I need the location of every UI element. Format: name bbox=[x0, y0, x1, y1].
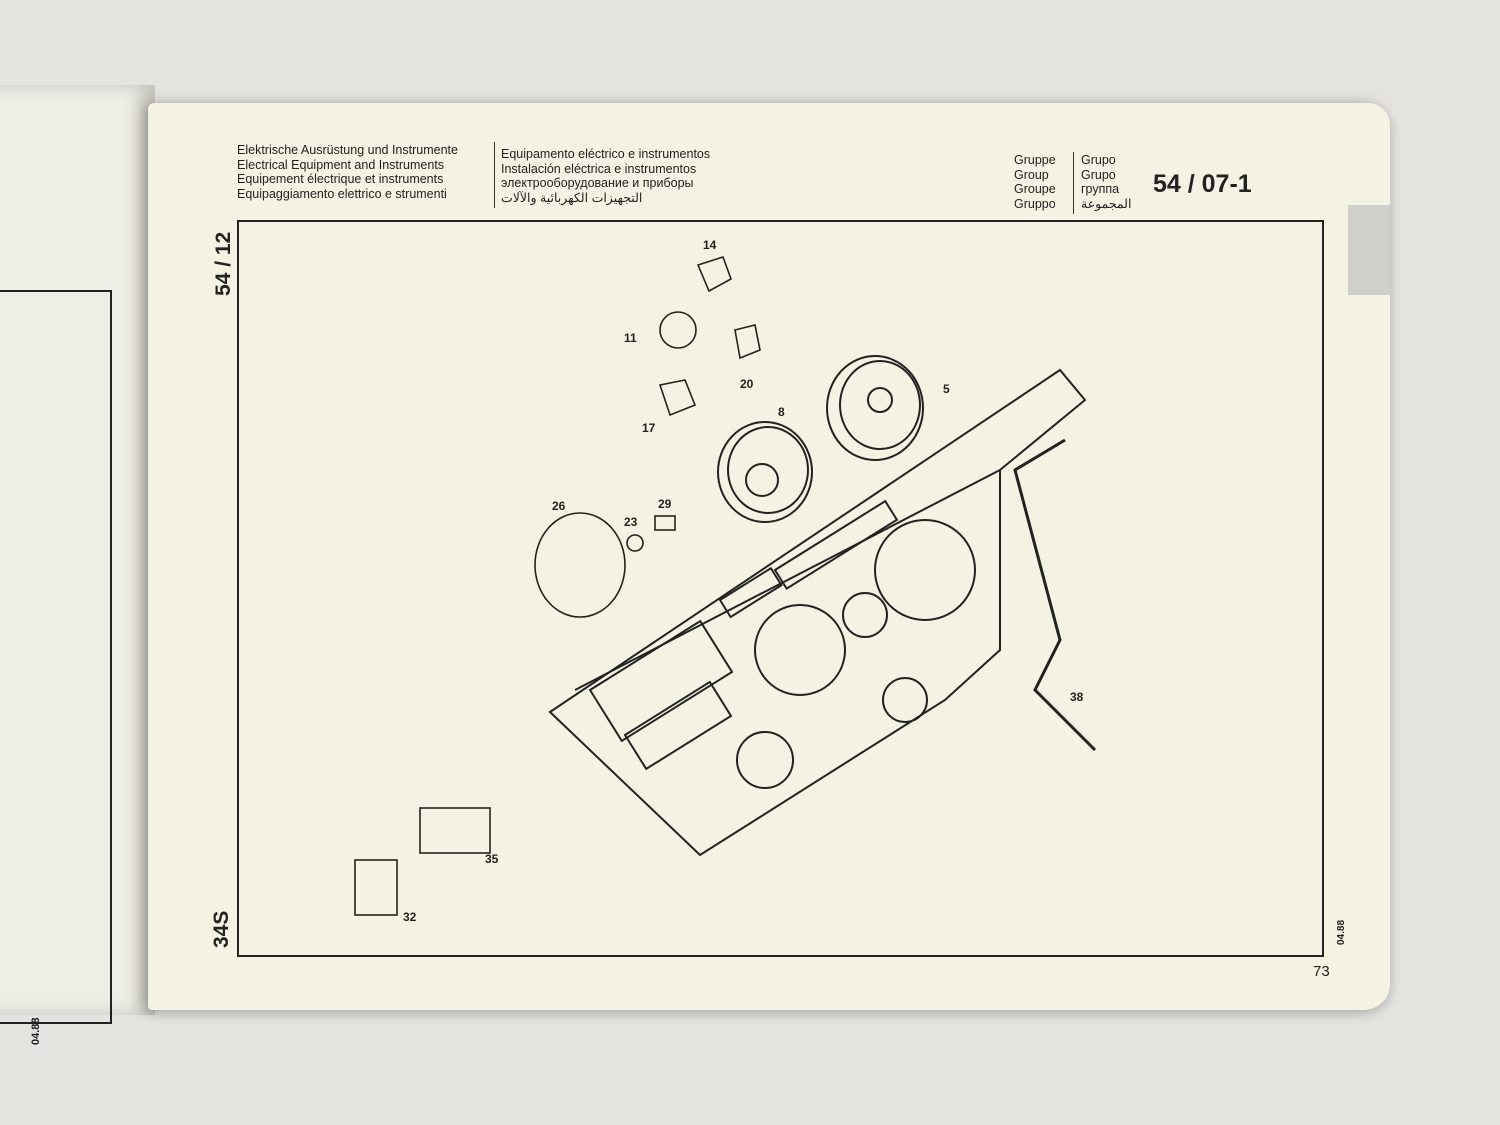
diagram-frame bbox=[237, 220, 1324, 957]
callout-label: 35 bbox=[485, 852, 499, 866]
page-tab-marker bbox=[1348, 205, 1390, 295]
relay-32 bbox=[354, 859, 398, 916]
left-page-frame bbox=[0, 290, 112, 1024]
group-label: Gruppe bbox=[1014, 153, 1056, 167]
callout-label: 29 bbox=[658, 497, 672, 511]
callout-label: 32 bbox=[403, 910, 417, 924]
left-page: 04.88 bbox=[0, 85, 155, 1045]
group-label: Group bbox=[1014, 167, 1049, 182]
group-label: группа bbox=[1081, 182, 1120, 196]
speedo-cable bbox=[1013, 438, 1097, 752]
relay-35 bbox=[419, 807, 491, 854]
title-ru: электрооборудование и приборы bbox=[501, 176, 694, 190]
circuit-board bbox=[534, 512, 626, 618]
group-label: المجموعة bbox=[1081, 196, 1132, 211]
title-it: Equipaggiamento elettrico e strumenti bbox=[237, 186, 447, 201]
title-de: Elektrische Ausrüstung und Instrumente bbox=[237, 143, 458, 157]
callout-label: 38 bbox=[1070, 690, 1084, 704]
callout-label: 20 bbox=[740, 377, 754, 391]
small-gauges bbox=[658, 256, 761, 417]
group-label: Grupo bbox=[1081, 167, 1116, 182]
page-number: 73 bbox=[1313, 963, 1330, 980]
divider bbox=[1073, 152, 1074, 214]
title-es: Instalación eléctrica e instrumentos bbox=[501, 161, 697, 176]
callout-label: 26 bbox=[552, 499, 566, 513]
title-block-right: Equipamento eléctrico e instrumentos Ins… bbox=[501, 147, 710, 205]
title-en: Electrical Equipment and Instruments bbox=[237, 157, 445, 172]
right-page bbox=[148, 103, 1390, 1010]
title-block-left: Elektrische Ausrüstung und Instrumente E… bbox=[237, 143, 458, 201]
callout-label: 5 bbox=[943, 382, 950, 396]
title-pt: Equipamento eléctrico e instrumentos bbox=[501, 147, 711, 161]
group-number: 54 / 07-1 bbox=[1153, 170, 1252, 198]
group-labels-a: Gruppe Group Groupe Gruppo bbox=[1014, 153, 1056, 211]
callout-label: 17 bbox=[642, 421, 656, 435]
speedometer-gauge bbox=[826, 355, 924, 461]
callout-label: 8 bbox=[778, 405, 785, 419]
group-label: Grupo bbox=[1081, 153, 1116, 167]
bulbs bbox=[626, 515, 676, 552]
group-label: Groupe bbox=[1014, 182, 1056, 196]
callout-label: 23 bbox=[624, 515, 638, 529]
combination-instrument bbox=[717, 421, 813, 523]
title-fr: Equipement électrique et instruments bbox=[237, 172, 444, 186]
group-labels-b: Grupo Grupo группа المجموعة bbox=[1081, 153, 1131, 211]
callout-label: 11 bbox=[624, 331, 637, 345]
divider bbox=[494, 142, 495, 208]
group-label: Gruppo bbox=[1014, 196, 1056, 211]
callout-label: 14 bbox=[703, 238, 717, 252]
title-ar: التجهيزات الكهربائية والآلات bbox=[501, 190, 643, 205]
dashboard-panel bbox=[548, 368, 1087, 857]
